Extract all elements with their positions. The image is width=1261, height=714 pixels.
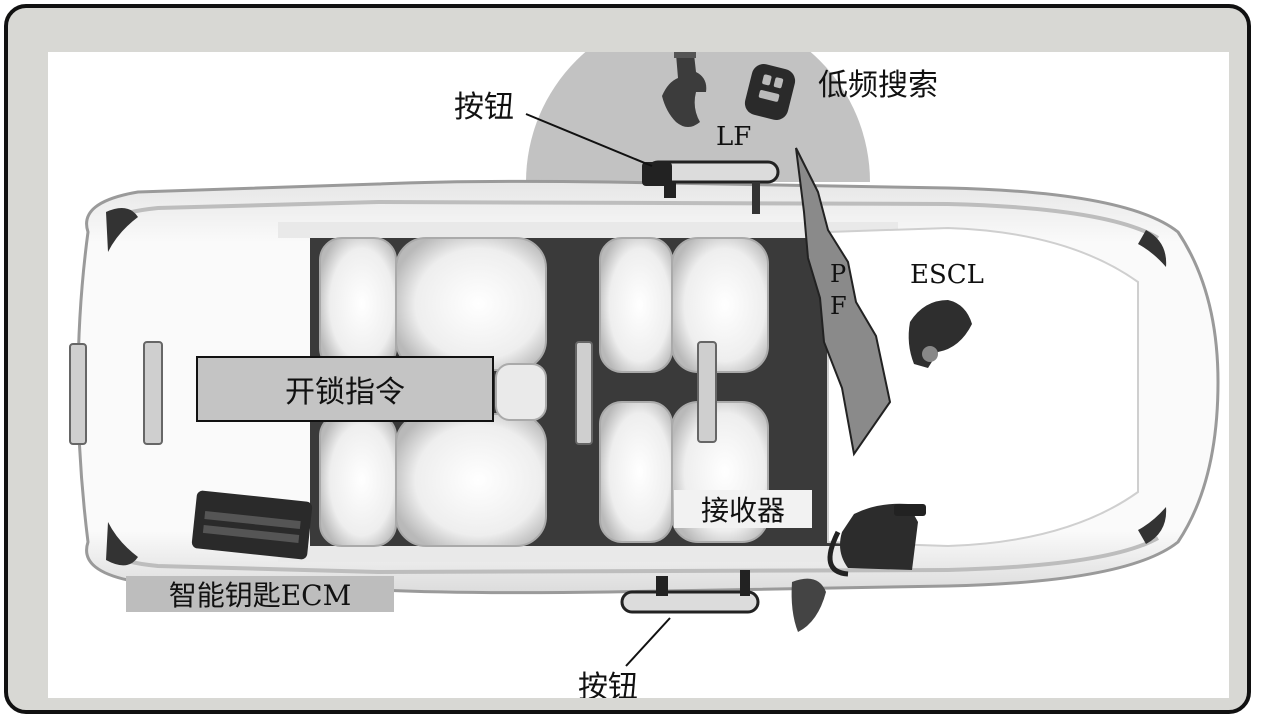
label-pf-f: F xyxy=(830,292,847,320)
steering-lock-icon xyxy=(908,300,972,368)
label-lf-search: 低频搜索 xyxy=(818,68,938,103)
key-fob-icon xyxy=(744,63,796,121)
smart-key-ecm-label: 智能钥匙ECM xyxy=(126,576,394,612)
hand-icon xyxy=(662,52,707,127)
leader-line-bottom xyxy=(625,617,671,667)
label-button-top: 按钮 xyxy=(454,90,514,125)
door-handle-icon xyxy=(642,160,780,214)
pf-signal-bolt xyxy=(795,147,892,457)
label-pf-p: P xyxy=(830,260,847,288)
label-button-bottom: 按钮 xyxy=(578,670,638,698)
door-handle-icon xyxy=(620,570,826,632)
receiver-module-icon xyxy=(827,503,926,577)
rear-seats xyxy=(319,237,547,547)
diagram-frame: 按钮 低频搜索 LF P F ESCL 按钮 开锁指令 接收器 智能钥匙ECM xyxy=(4,4,1251,714)
label-escl: ESCL xyxy=(910,260,984,290)
ecm-module-icon xyxy=(191,490,313,560)
unlock-command-box: 开锁指令 xyxy=(196,356,494,422)
label-lf: LF xyxy=(716,122,752,152)
receiver-label: 接收器 xyxy=(674,490,812,528)
car-diagram-scene: 按钮 低频搜索 LF P F ESCL 按钮 开锁指令 接收器 智能钥匙ECM xyxy=(48,52,1229,698)
leader-line-top xyxy=(525,113,653,167)
